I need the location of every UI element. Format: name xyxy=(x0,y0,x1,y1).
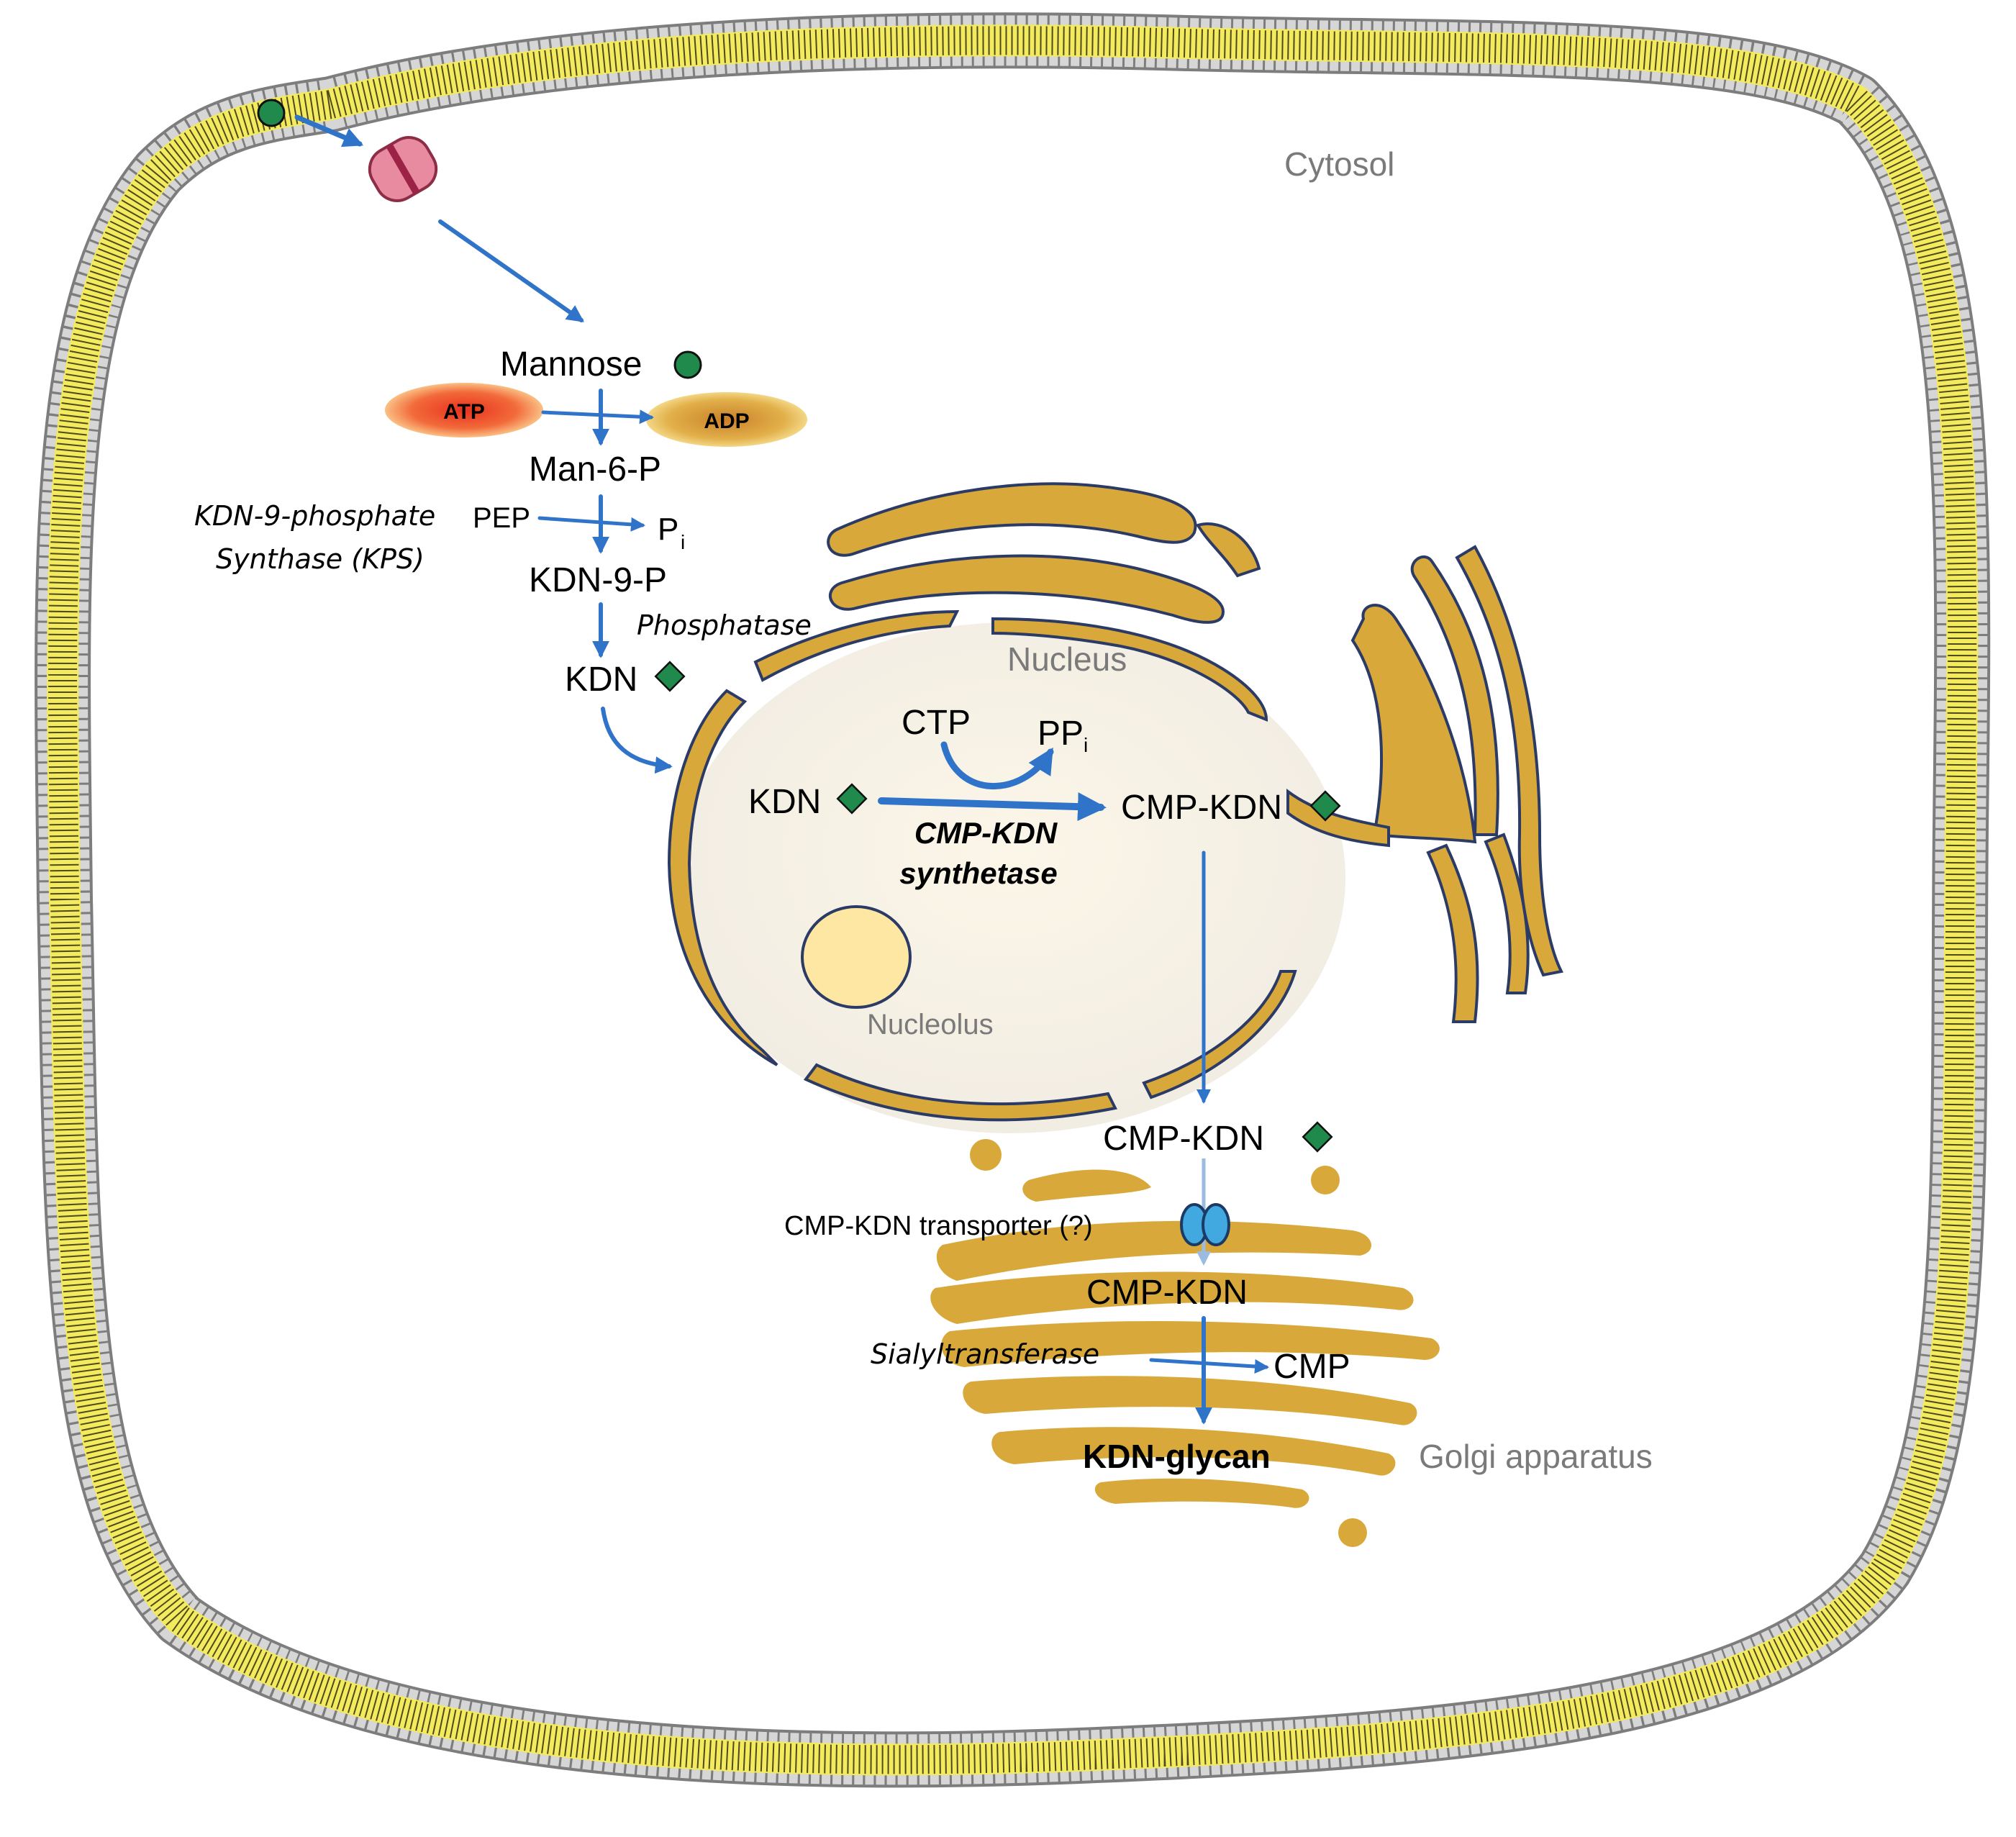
ctp-to-ppi-arrow xyxy=(940,741,1054,789)
adp-badge xyxy=(646,392,807,447)
kdn-label: KDN xyxy=(565,661,637,699)
kdn9p-label: KDN-9-P xyxy=(529,561,667,599)
mannose-circle-icon xyxy=(257,99,286,127)
membrane-channel-icon xyxy=(368,136,438,202)
kdn-diamond-icon xyxy=(836,783,868,815)
pep-label: PEP xyxy=(473,502,530,534)
kps-label-line2: Synthase (KPS) xyxy=(216,543,424,575)
adp-label: ADP xyxy=(704,409,749,433)
cmp-label: CMP xyxy=(1273,1348,1350,1386)
golgi-cmpkdn-cytosol-label: CMP-KDN xyxy=(1103,1120,1264,1158)
nucleolus xyxy=(801,905,912,1009)
mannose-circle-icon xyxy=(673,350,702,379)
pi-label: P xyxy=(658,512,678,547)
ctp-label: CTP xyxy=(902,704,971,742)
kdn-diamond-icon xyxy=(654,661,686,692)
nucleolus-label: Nucleolus xyxy=(867,1009,994,1040)
golgi-apparatus xyxy=(930,1139,1440,1547)
kdn-diamond-icon xyxy=(1302,1121,1333,1153)
nucleus xyxy=(667,609,1345,1133)
kdn-glycan-label: KDN-glycan xyxy=(1083,1438,1271,1475)
man6p-label: Man-6-P xyxy=(529,450,661,489)
transporter-icon xyxy=(1180,1203,1230,1246)
endoplasmic-reticulum xyxy=(827,482,1563,1023)
sialyltransferase-label: Sialyltransferase xyxy=(871,1338,1099,1370)
enzyme-label-line2: synthetase xyxy=(899,856,1057,890)
kps-label-line1: KDN-9-phosphate xyxy=(194,500,435,532)
kdn-to-cmpkdn-arrow xyxy=(878,792,1107,822)
nucleus-label: Nucleus xyxy=(1007,640,1127,678)
transporter-label: CMP-KDN transporter (?) xyxy=(784,1211,1093,1241)
phosphatase-label: Phosphatase xyxy=(637,609,812,641)
cytosol-label: Cytosol xyxy=(1284,145,1394,183)
plasma-membrane xyxy=(35,12,1991,1788)
pi-subscript: i xyxy=(681,531,685,553)
ppi-label: PP xyxy=(1037,715,1084,753)
ppi-subscript: i xyxy=(1084,734,1088,756)
pep-to-pi-arrow xyxy=(537,516,645,532)
to-cmp-arrow xyxy=(1149,1358,1269,1374)
atp-label: ATP xyxy=(443,400,485,424)
golgi-cmpkdn-lumen-label: CMP-KDN xyxy=(1086,1274,1248,1312)
mannose-label: Mannose xyxy=(500,345,642,384)
nuclear-cmpkdn-label: CMP-KDN xyxy=(1121,789,1282,827)
enzyme-label-line1: CMP-KDN xyxy=(914,816,1058,850)
atp-badge xyxy=(385,383,543,437)
uptake-arrow xyxy=(294,114,364,148)
golgi-label: Golgi apparatus xyxy=(1419,1438,1653,1475)
kdn-into-nucleus-arrow xyxy=(601,707,673,774)
nuclear-kdn-label: KDN xyxy=(748,783,821,821)
kdn-diamond-icon xyxy=(1309,790,1341,822)
entry-arrow xyxy=(438,219,584,322)
atp-to-adp-arrow xyxy=(541,409,654,425)
